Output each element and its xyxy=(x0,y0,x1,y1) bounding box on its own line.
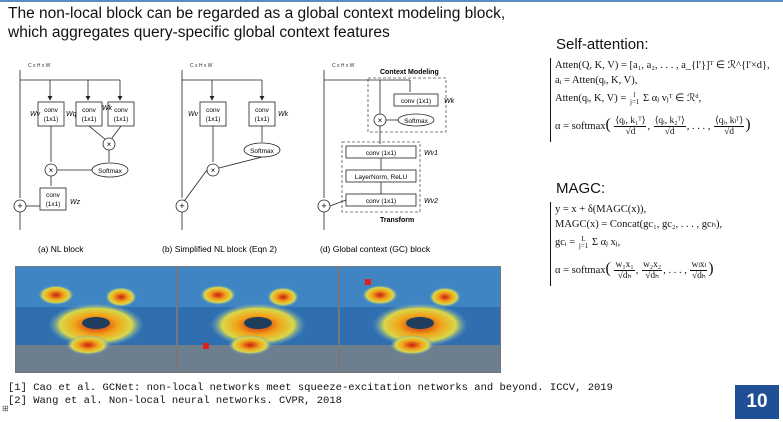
top-accent-line xyxy=(0,0,783,2)
svg-text:Wk: Wk xyxy=(102,105,113,112)
svg-text:+: + xyxy=(179,201,184,211)
title-line-1: The non-local block can be regarded as a… xyxy=(8,5,506,22)
svg-text:×: × xyxy=(211,166,216,175)
nl-conv-z xyxy=(39,187,67,211)
svg-text:conv: conv xyxy=(255,107,269,114)
svg-text:conv: conv xyxy=(114,107,128,114)
query-point-marker xyxy=(203,343,209,349)
svg-text:+: + xyxy=(321,201,326,211)
svg-text:Wk: Wk xyxy=(278,111,289,118)
reference-1: [1] Cao et al. GCNet: non-local networks… xyxy=(8,382,613,394)
page-number-badge: 10 xyxy=(735,385,779,419)
nl-conv-q xyxy=(37,101,65,127)
sa-eq-1: Atten(Q, K, V) = [a₁, a₂, . . . , a_{l'}… xyxy=(555,60,770,71)
query-point-marker xyxy=(365,279,371,285)
nl-conv-q-size: (1x1) xyxy=(44,116,59,123)
caption-snl: (b) Simplified NL block (Eqn 2) xyxy=(162,244,277,254)
nl-block-diagram: C x H x W conv (1x1) conv (1x1) conv (1x… xyxy=(13,63,135,230)
magc-eq-4: α = softmax( w₁x₁√dₕ, w₂x₂√dₕ, . . . , w… xyxy=(555,260,714,282)
context-modeling-label: Context Modeling xyxy=(380,69,439,76)
sa-eq-2: aᵢ = Atten(qᵢ, K, V), xyxy=(555,75,638,86)
svg-text:conv: conv xyxy=(46,192,60,199)
svg-text:Softmax: Softmax xyxy=(404,118,429,125)
svg-text:Softmax: Softmax xyxy=(98,168,123,175)
transform-box xyxy=(341,141,421,213)
svg-text:(1x1): (1x1) xyxy=(82,116,97,123)
magc-heading: MAGC: xyxy=(556,180,606,197)
svg-text:Wq: Wq xyxy=(66,111,77,118)
transform-label: Transform xyxy=(380,217,414,224)
svg-text:+: + xyxy=(17,201,22,211)
gc-block-diagram: C x H x W Context Modeling conv (1x1) Wk… xyxy=(317,63,455,230)
svg-text:C x H x W: C x H x W xyxy=(190,63,213,69)
svg-text:conv (1x1): conv (1x1) xyxy=(366,198,396,205)
svg-text:conv (1x1): conv (1x1) xyxy=(401,98,431,105)
caption-nl: (a) NL block xyxy=(38,244,84,254)
magc-equations: y = x + δ(MAGC(x)), MAGC(x) = Concat(gc₁… xyxy=(550,202,781,286)
simplified-nl-block-diagram: C x H x W conv (1x1) conv (1x1) Wv Wk So… xyxy=(175,63,289,230)
svg-text:(1x1): (1x1) xyxy=(46,201,61,208)
nl-input-shape: C x H x W xyxy=(28,63,51,69)
page-number: 10 xyxy=(746,391,768,412)
svg-text:Wk: Wk xyxy=(444,98,455,105)
heatmap-image-1 xyxy=(15,266,177,373)
slide-title: The non-local block can be regarded as a… xyxy=(8,4,568,42)
svg-text:(1x1): (1x1) xyxy=(255,116,270,123)
svg-text:Wz: Wz xyxy=(70,199,81,206)
svg-text:LayerNorm, ReLU: LayerNorm, ReLU xyxy=(355,174,408,181)
svg-text:C x H x W: C x H x W xyxy=(332,63,355,69)
svg-text:×: × xyxy=(107,140,112,149)
svg-text:Wv: Wv xyxy=(188,111,199,118)
title-line-2: which aggregates query-specific global c… xyxy=(8,24,390,41)
gc-conv-k xyxy=(393,93,439,107)
svg-text:×: × xyxy=(49,166,54,175)
svg-text:Softmax: Softmax xyxy=(250,148,275,155)
svg-text:conv (1x1): conv (1x1) xyxy=(366,150,396,157)
snl-conv-v xyxy=(199,101,227,127)
corner-mark: ⊞ xyxy=(2,404,9,413)
snl-conv-k xyxy=(248,101,276,127)
svg-text:(1x1): (1x1) xyxy=(114,116,129,123)
svg-text:conv: conv xyxy=(82,107,96,114)
svg-text:Wv2: Wv2 xyxy=(424,198,438,205)
reference-2: [2] Wang et al. Non-local neural network… xyxy=(8,395,342,407)
sa-eq-4: α = softmax( ⟨qᵢ, k₁ᵀ⟩√d, ⟨qᵢ, k₂ᵀ⟩√d, .… xyxy=(555,116,751,138)
nl-conv-q-label: conv xyxy=(44,107,58,114)
heatmap-image-2 xyxy=(177,266,339,373)
self-attention-heading: Self-attention: xyxy=(556,36,649,53)
caption-gc: (d) Global context (GC) block xyxy=(320,244,431,254)
svg-text:Wv1: Wv1 xyxy=(424,150,438,157)
architecture-diagram: C x H x W conv (1x1) conv (1x1) conv (1x… xyxy=(13,63,455,254)
heatmap-image-3 xyxy=(339,266,501,373)
self-attention-equations: Atten(Q, K, V) = [a₁, a₂, . . . , a_{l'}… xyxy=(550,58,781,142)
magc-eq-2: MAGC(x) = Concat(gc₁, gc₂, . . . , gcₕ), xyxy=(555,219,723,230)
svg-text:×: × xyxy=(378,116,383,125)
svg-text:Wv: Wv xyxy=(30,111,41,118)
nl-conv-v xyxy=(107,101,135,127)
magc-eq-1: y = x + δ(MAGC(x)), xyxy=(555,204,647,215)
svg-text:(1x1): (1x1) xyxy=(206,116,221,123)
svg-text:conv: conv xyxy=(206,107,220,114)
context-modeling-box xyxy=(367,77,447,133)
